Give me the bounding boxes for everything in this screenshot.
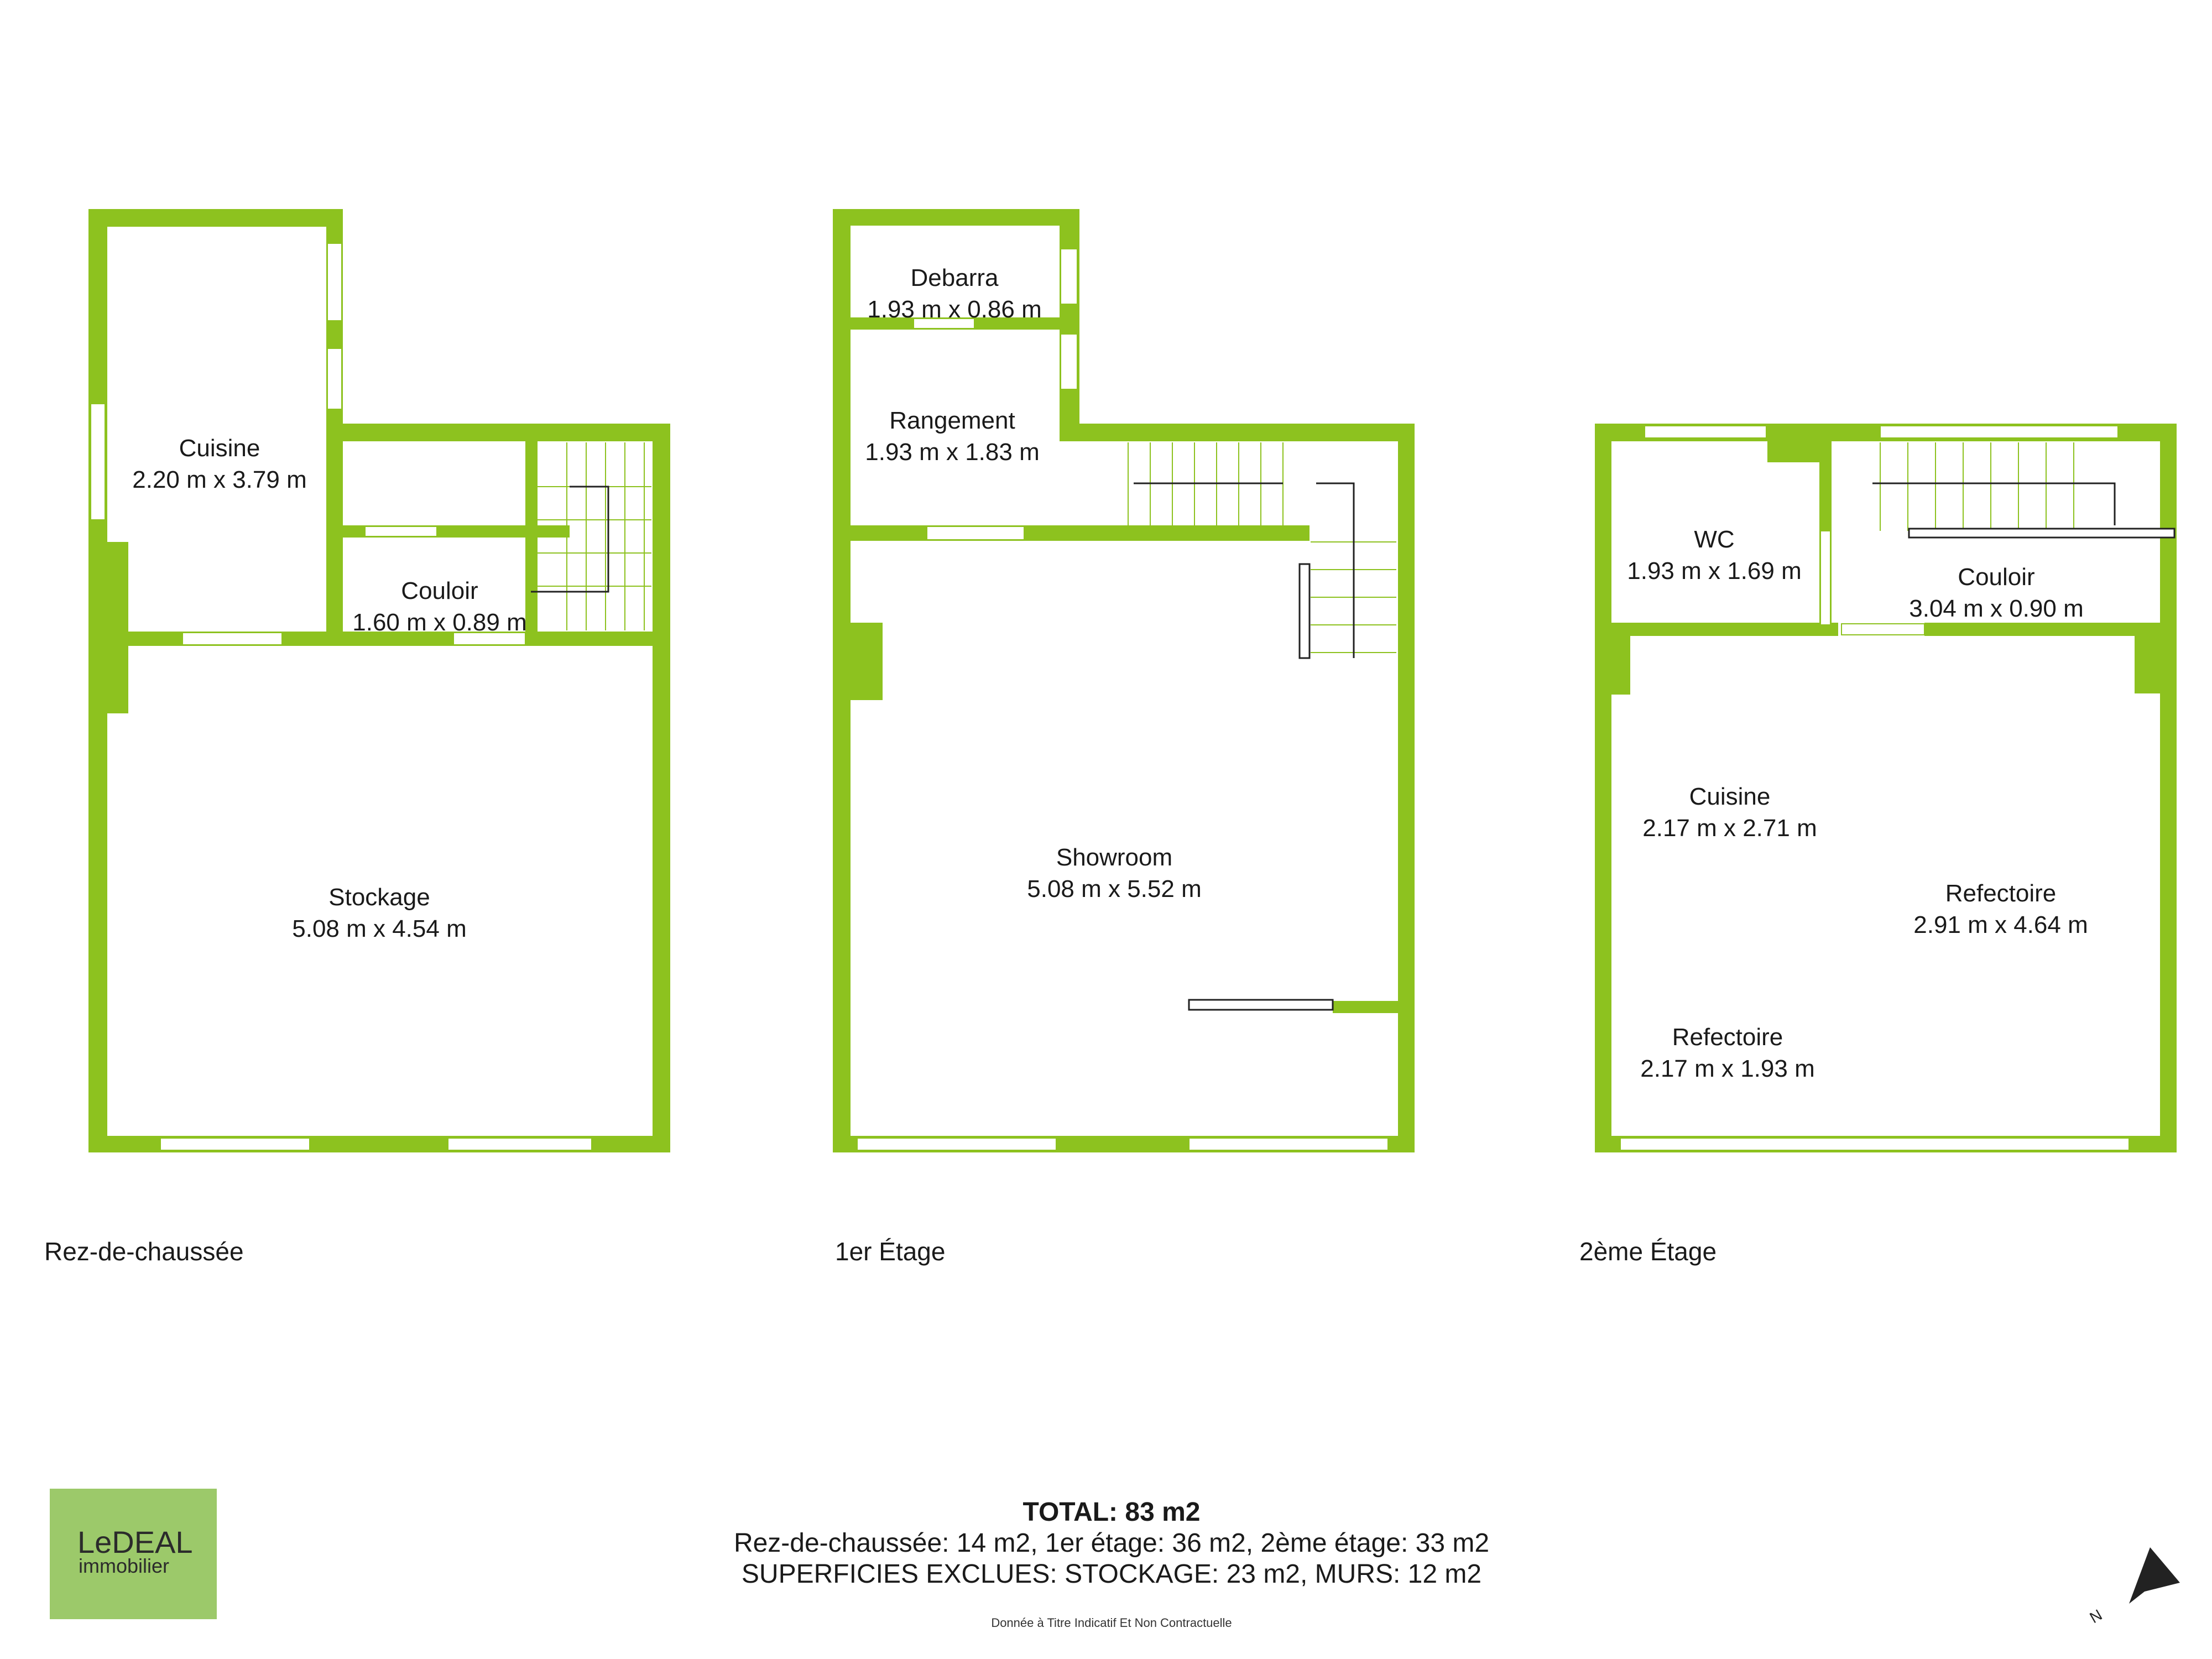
floor-label-rez-de-chaussee: Rez-de-chaussée xyxy=(44,1237,244,1266)
room-dims-debarra: 1.93 m x 0.86 m xyxy=(867,296,1041,323)
room-name-rangement: Rangement xyxy=(889,407,1015,434)
stairs xyxy=(1128,442,1396,1011)
room-name-refectoire-2: Refectoire xyxy=(1672,1024,1783,1051)
room-dims-wc: 1.93 m x 1.69 m xyxy=(1627,557,1801,585)
room-name-couloir: Couloir xyxy=(401,577,478,604)
room-name-cuisine: Cuisine xyxy=(179,435,260,462)
room-name-stockage: Stockage xyxy=(328,884,430,911)
area-summary: TOTAL: 83 m2 Rez-de-chaussée: 14 m2, 1er… xyxy=(734,1498,1489,1630)
floor-plan-2eme-etage: WC 1.93 m x 1.69 m Couloir 3.04 m x 0.90… xyxy=(1579,424,2177,1266)
openings xyxy=(1620,425,2130,1151)
compass-label: N xyxy=(2087,1606,2105,1626)
walls xyxy=(833,209,1415,1152)
logo-line2: immobilier xyxy=(79,1554,169,1577)
room-dims-rangement: 1.93 m x 1.83 m xyxy=(865,439,1039,466)
room-dims-cuisine-2: 2.17 m x 2.71 m xyxy=(1642,815,1817,842)
logo-line1: LeDEAL xyxy=(77,1525,193,1559)
stairs xyxy=(1872,442,2176,539)
north-arrow-icon: N xyxy=(2087,1547,2180,1626)
room-name-showroom: Showroom xyxy=(1056,844,1172,871)
openings xyxy=(857,248,1389,1151)
room-dims-refectoire: 2.91 m x 4.64 m xyxy=(1913,911,2088,938)
room-name-debarra: Debarra xyxy=(911,264,999,291)
floor-label-1er-etage: 1er Étage xyxy=(835,1237,945,1266)
floor-label-2eme-etage: 2ème Étage xyxy=(1579,1237,1717,1266)
room-name-refectoire: Refectoire xyxy=(1945,880,2057,907)
summary-disclaimer: Donnée à Titre Indicatif Et Non Contract… xyxy=(991,1616,1232,1630)
room-dims-couloir: 1.60 m x 0.89 m xyxy=(352,609,526,636)
summary-total: TOTAL: 83 m2 xyxy=(1023,1498,1201,1527)
summary-excluded: SUPERFICIES EXCLUES: STOCKAGE: 23 m2, MU… xyxy=(742,1559,1481,1589)
walls xyxy=(88,209,670,1152)
brand-logo: LeDEAL immobilier xyxy=(50,1489,217,1619)
room-dims-showroom: 5.08 m x 5.52 m xyxy=(1027,875,1201,902)
room-dims-refectoire-2: 2.17 m x 1.93 m xyxy=(1640,1055,1814,1082)
room-name-wc: WC xyxy=(1694,526,1734,553)
summary-floors: Rez-de-chaussée: 14 m2, 1er étage: 36 m2… xyxy=(734,1528,1489,1558)
room-dims-stockage: 5.08 m x 4.54 m xyxy=(292,915,466,942)
room-name-couloir-2: Couloir xyxy=(1958,564,2034,591)
openings xyxy=(90,243,592,1151)
room-name-cuisine-2: Cuisine xyxy=(1689,783,1771,810)
stairs xyxy=(531,442,651,630)
room-dims-couloir-2: 3.04 m x 0.90 m xyxy=(1909,595,2083,622)
floor-plan-rez-de-chaussee: Cuisine 2.20 m x 3.79 m Couloir 1.60 m x… xyxy=(44,209,670,1266)
room-dims-cuisine: 2.20 m x 3.79 m xyxy=(132,466,306,493)
floor-plan-1er-etage: Debarra 1.93 m x 0.86 m Rangement 1.93 m… xyxy=(833,209,1415,1266)
